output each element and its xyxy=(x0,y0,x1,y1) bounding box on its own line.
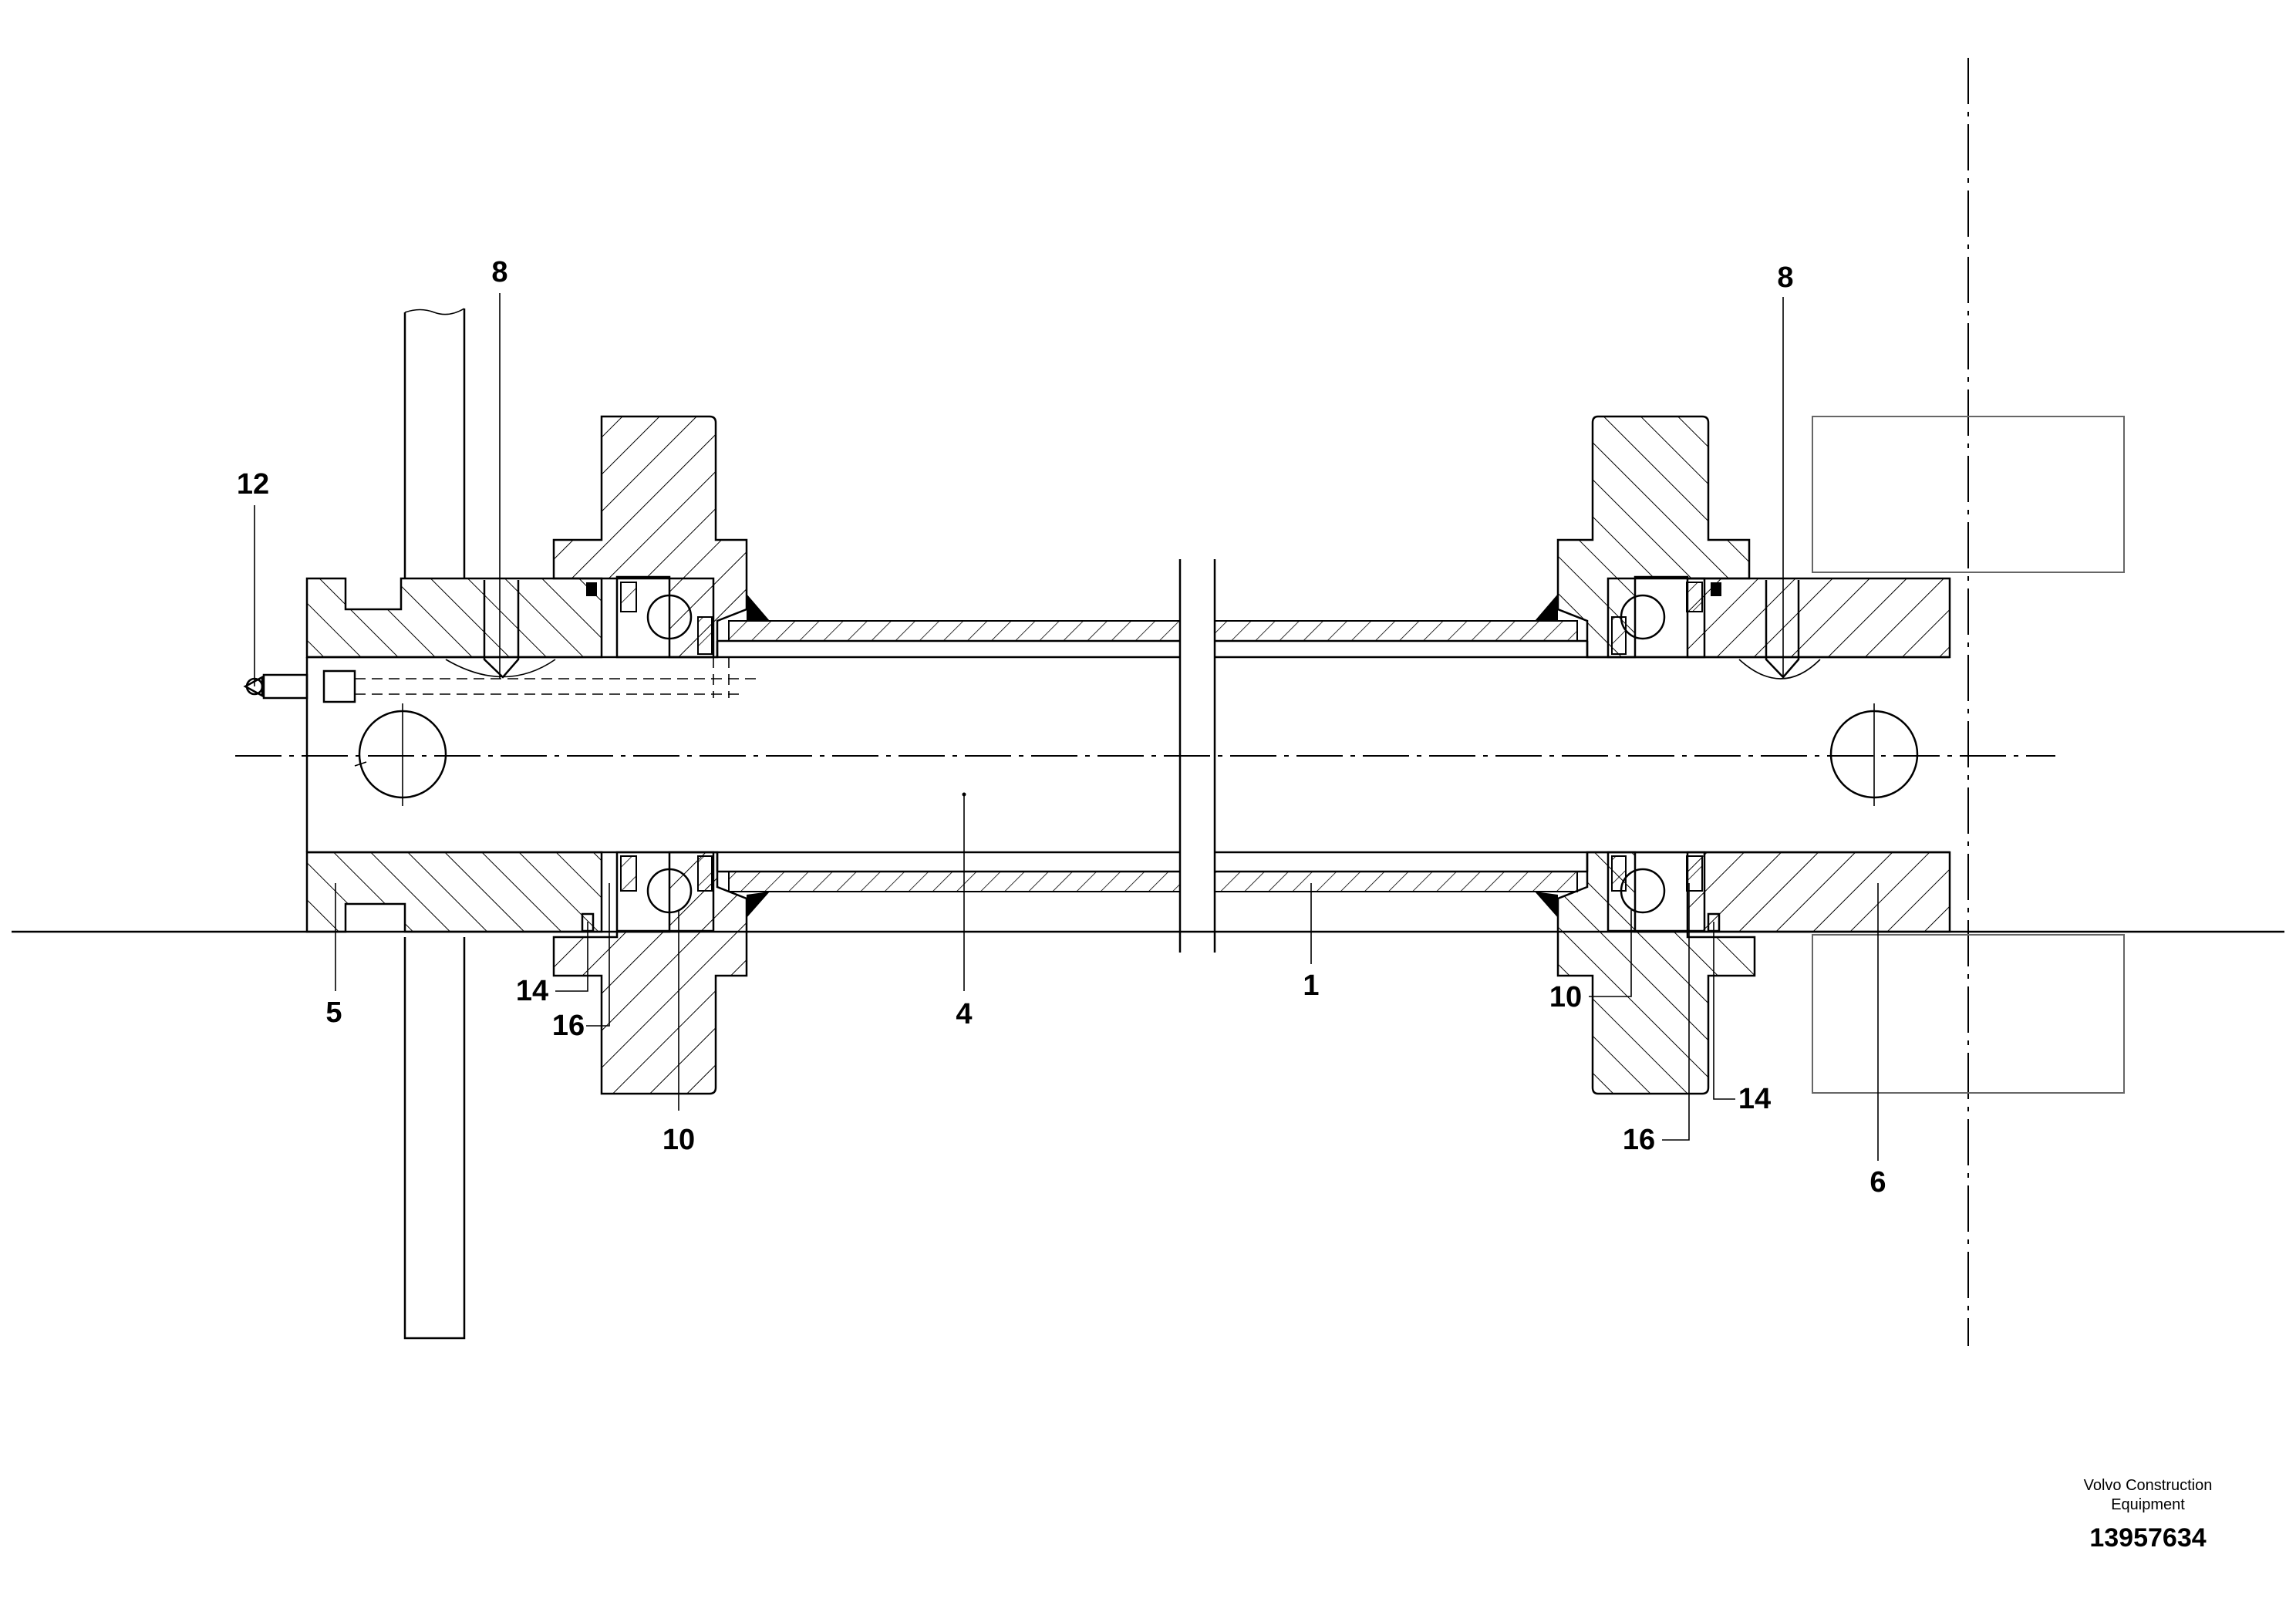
shaft xyxy=(305,656,1950,854)
grease-nipple xyxy=(243,657,756,703)
left-bearing-upper xyxy=(586,577,715,659)
callout-16-right: 16 xyxy=(1623,1124,1655,1156)
right-end-block-upper xyxy=(1686,577,1951,659)
callout-12: 12 xyxy=(237,468,269,501)
right-end-block-lower xyxy=(1686,851,1951,933)
callout-8-right: 8 xyxy=(1777,261,1793,294)
ghost-component-top xyxy=(1812,416,2125,573)
left-frame-member xyxy=(403,308,466,1340)
right-weld-lower xyxy=(1535,892,1558,918)
callout-1: 1 xyxy=(1303,969,1319,1002)
right-bearing-upper xyxy=(1607,577,1721,659)
callout-16-left: 16 xyxy=(552,1010,585,1042)
ghost-component-bottom xyxy=(1812,934,2125,1094)
left-weld-lower xyxy=(747,892,770,918)
left-weld-upper xyxy=(747,594,770,621)
callout-5: 5 xyxy=(325,996,342,1029)
left-hub-lower xyxy=(552,851,748,1095)
callout-14-right: 14 xyxy=(1738,1083,1771,1115)
leader-lines xyxy=(254,293,1879,1161)
brand-line-2: Equipment xyxy=(2111,1496,2185,1513)
left-end-block-lower xyxy=(305,851,603,933)
tube xyxy=(716,620,1589,892)
callout-10-right: 10 xyxy=(1549,981,1582,1013)
callout-8-left: 8 xyxy=(491,256,507,288)
left-end-block-upper xyxy=(305,577,603,659)
brand-line-1: Volvo Construction xyxy=(2084,1477,2213,1494)
callout-10-left: 10 xyxy=(663,1124,695,1156)
right-weld-upper xyxy=(1535,594,1558,621)
callout-6: 6 xyxy=(1870,1166,1886,1199)
callout-4: 4 xyxy=(956,998,972,1030)
left-bearing-lower xyxy=(581,851,715,932)
callout-14-left: 14 xyxy=(516,975,548,1007)
document-number: 13957634 xyxy=(2089,1523,2206,1553)
right-bearing-lower xyxy=(1607,851,1721,932)
